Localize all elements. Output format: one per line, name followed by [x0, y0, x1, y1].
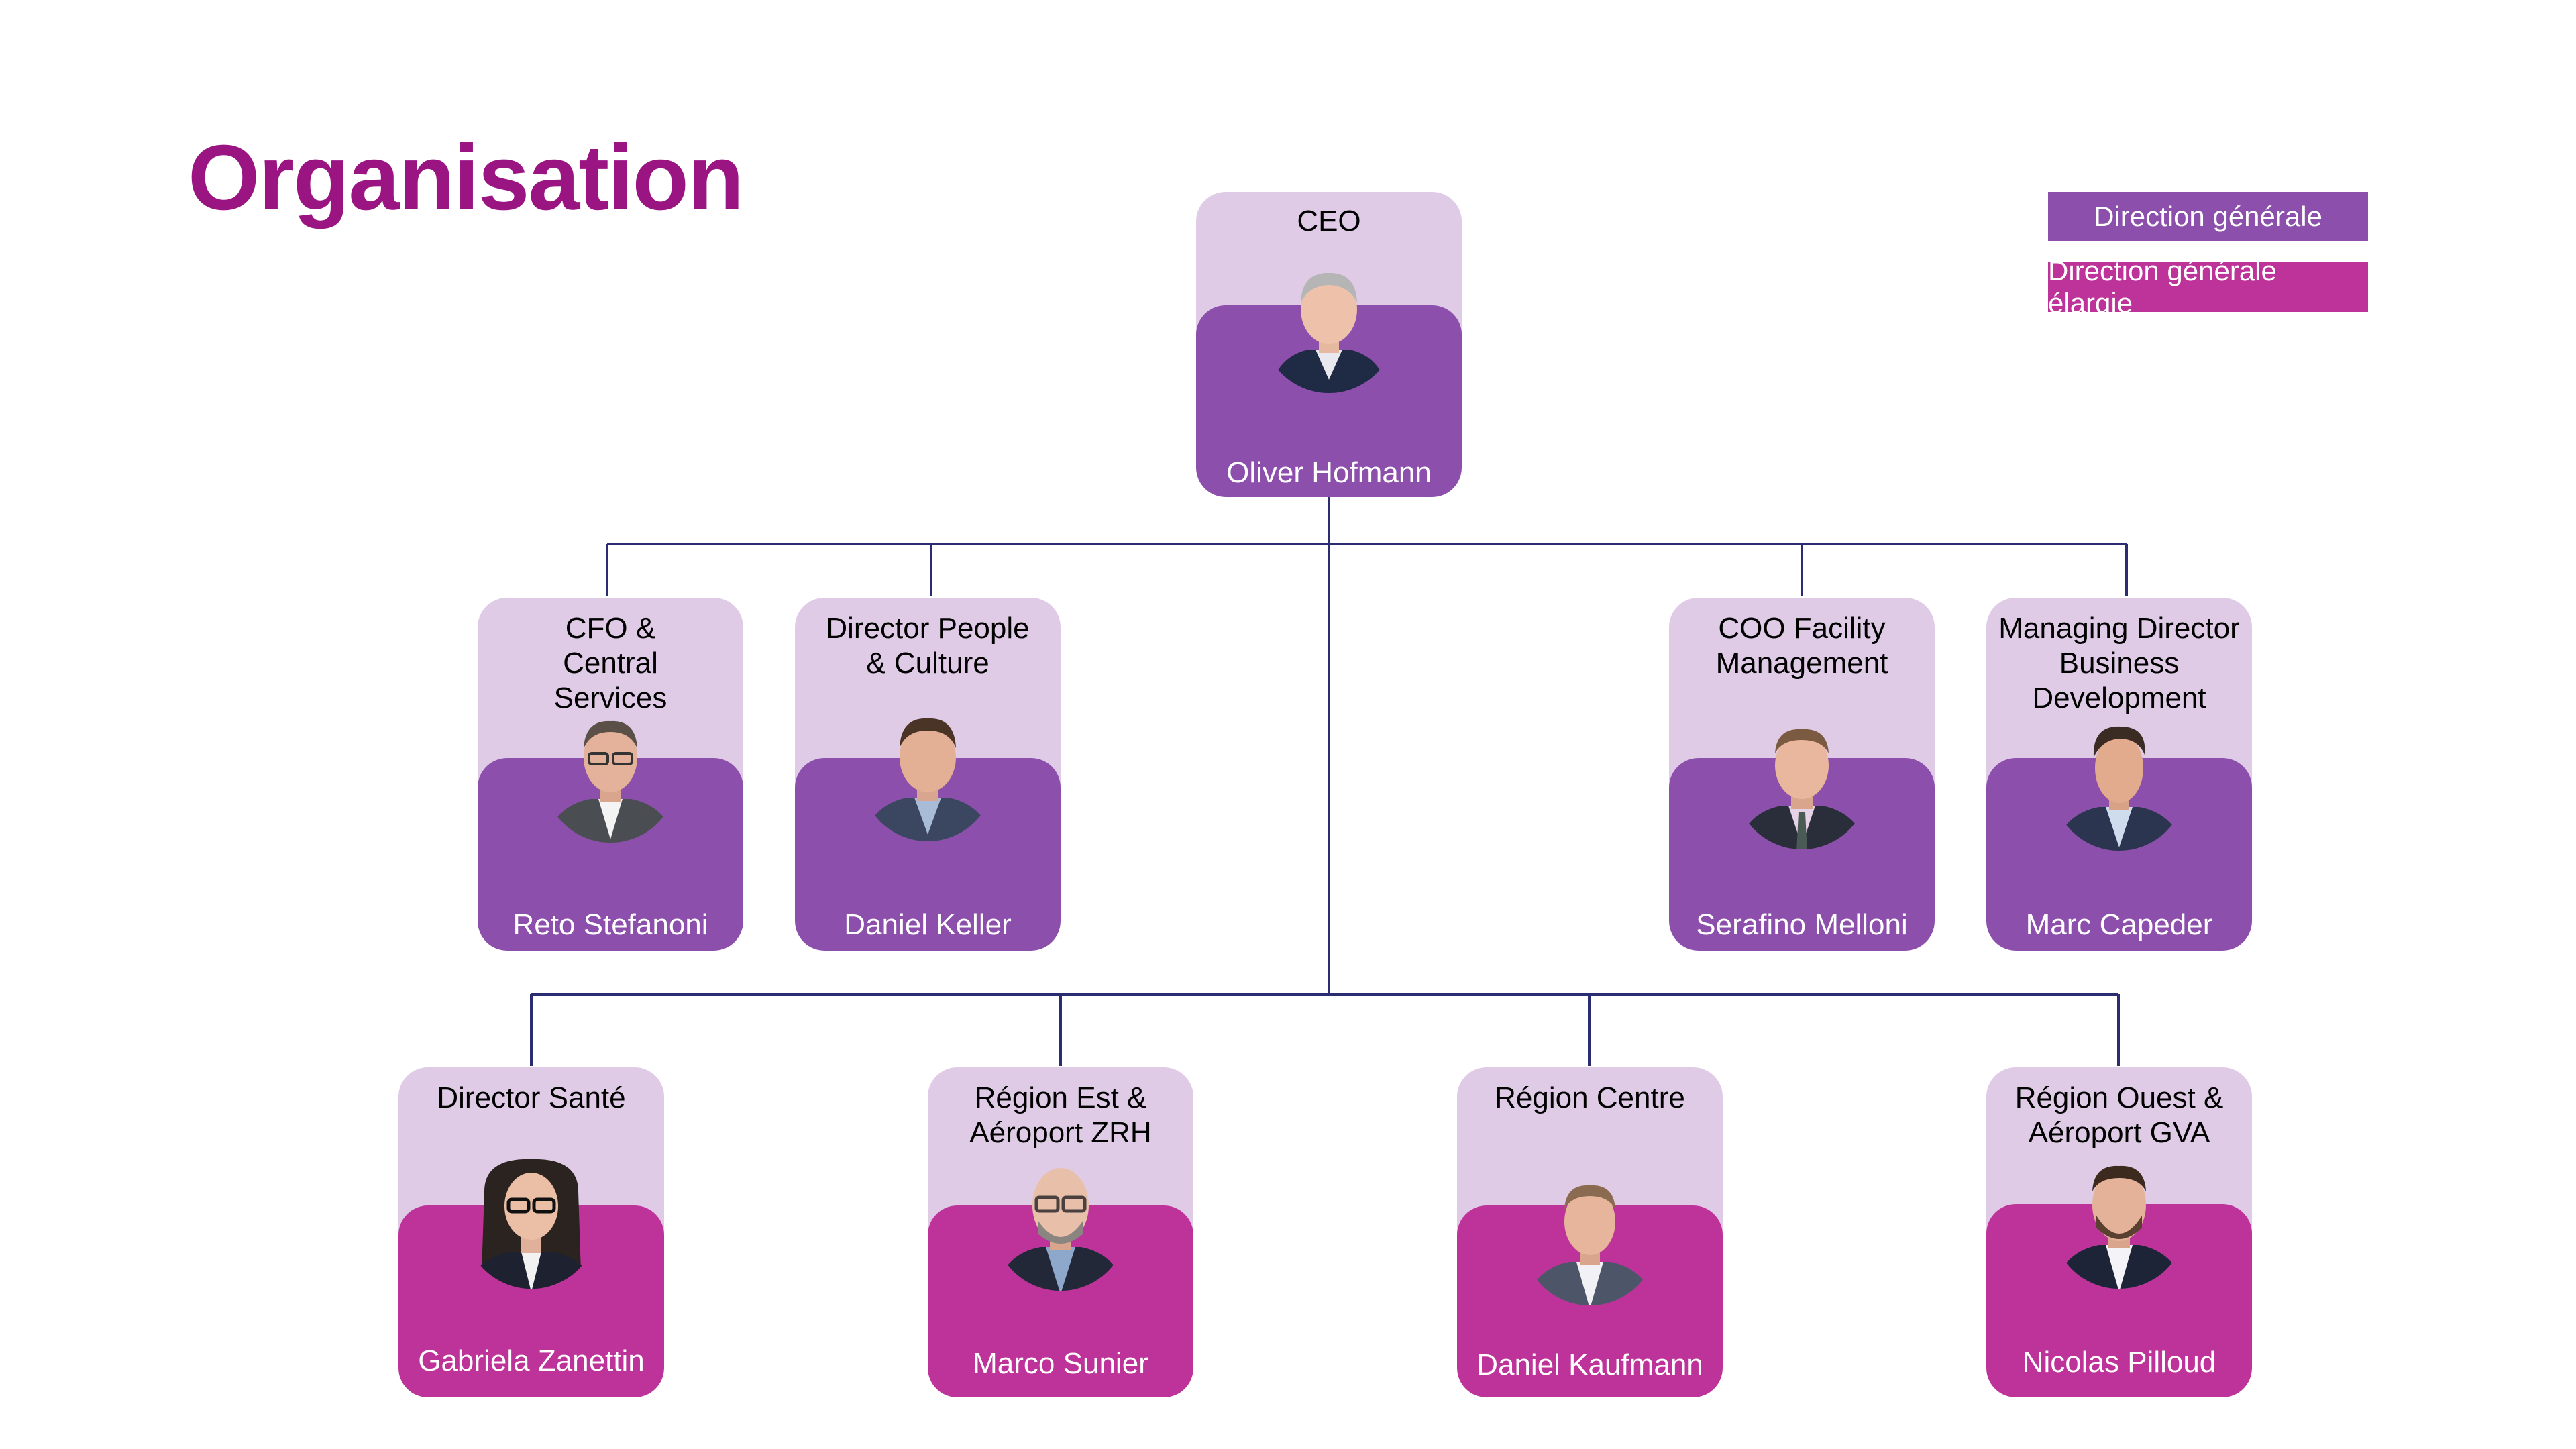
portrait-photo — [1523, 1185, 1657, 1305]
role-title: Région Est & Aéroport ZRH — [969, 1081, 1152, 1149]
role-title: Director Santé — [437, 1081, 626, 1114]
portrait-photo — [2052, 726, 2186, 851]
role-title: Managing Director Business Development — [1998, 612, 2240, 714]
role-title: CEO — [1297, 205, 1361, 237]
person-name: Gabriela Zanettin — [418, 1344, 645, 1377]
person-name: Serafino Melloni — [1696, 908, 1908, 941]
role-title: Région Ouest & Aéroport GVA — [2015, 1081, 2224, 1149]
portrait-photo — [861, 718, 995, 841]
portrait-photo — [2052, 1165, 2186, 1289]
role-title: Director People & Culture — [826, 612, 1030, 680]
person-name: Reto Stefanoni — [513, 908, 708, 941]
org-card-region-centre[interactable]: Région Centre Daniel Kaufmann — [1457, 1067, 1723, 1397]
org-card-business-development[interactable]: Managing Director Business Development M… — [1986, 598, 2252, 951]
org-card-coo[interactable]: COO Facility Management Serafino Melloni — [1669, 598, 1935, 951]
person-name: Daniel Kaufmann — [1477, 1348, 1703, 1381]
portrait-photo — [543, 720, 678, 843]
legend-direction-generale-elargie: Direction générale élargie — [2048, 255, 2368, 319]
org-card-ceo[interactable]: CEO Oliver Hofmann — [1196, 192, 1462, 497]
org-card-sante[interactable]: Director Santé Gabriela Zanettin — [398, 1067, 664, 1397]
role-title: COO Facility Management — [1715, 612, 1888, 680]
role-title: Région Centre — [1495, 1081, 1685, 1114]
role-title: CFO & Central Services — [553, 612, 667, 714]
org-card-cfo[interactable]: CFO & Central Services Reto Stefanoni — [478, 598, 743, 951]
org-card-people-culture[interactable]: Director People & Culture Daniel Keller — [795, 598, 1061, 951]
person-name: Daniel Keller — [844, 908, 1012, 941]
person-name: Marc Capeder — [2025, 908, 2213, 941]
legend-direction-generale: Direction générale — [2048, 192, 2368, 241]
portrait-photo — [1269, 272, 1389, 393]
person-name: Nicolas Pilloud — [2022, 1346, 2216, 1379]
org-card-region-est[interactable]: Région Est & Aéroport ZRH Marco Sunier — [928, 1067, 1193, 1397]
portrait-photo — [994, 1168, 1128, 1291]
page-title: Organisation — [188, 126, 744, 229]
person-name: Marco Sunier — [973, 1347, 1148, 1380]
person-name: Oliver Hofmann — [1226, 456, 1432, 489]
portrait-photo — [464, 1159, 598, 1289]
org-card-region-ouest[interactable]: Région Ouest & Aéroport GVA Nicolas Pill… — [1986, 1067, 2252, 1397]
portrait-photo — [1735, 729, 1869, 849]
